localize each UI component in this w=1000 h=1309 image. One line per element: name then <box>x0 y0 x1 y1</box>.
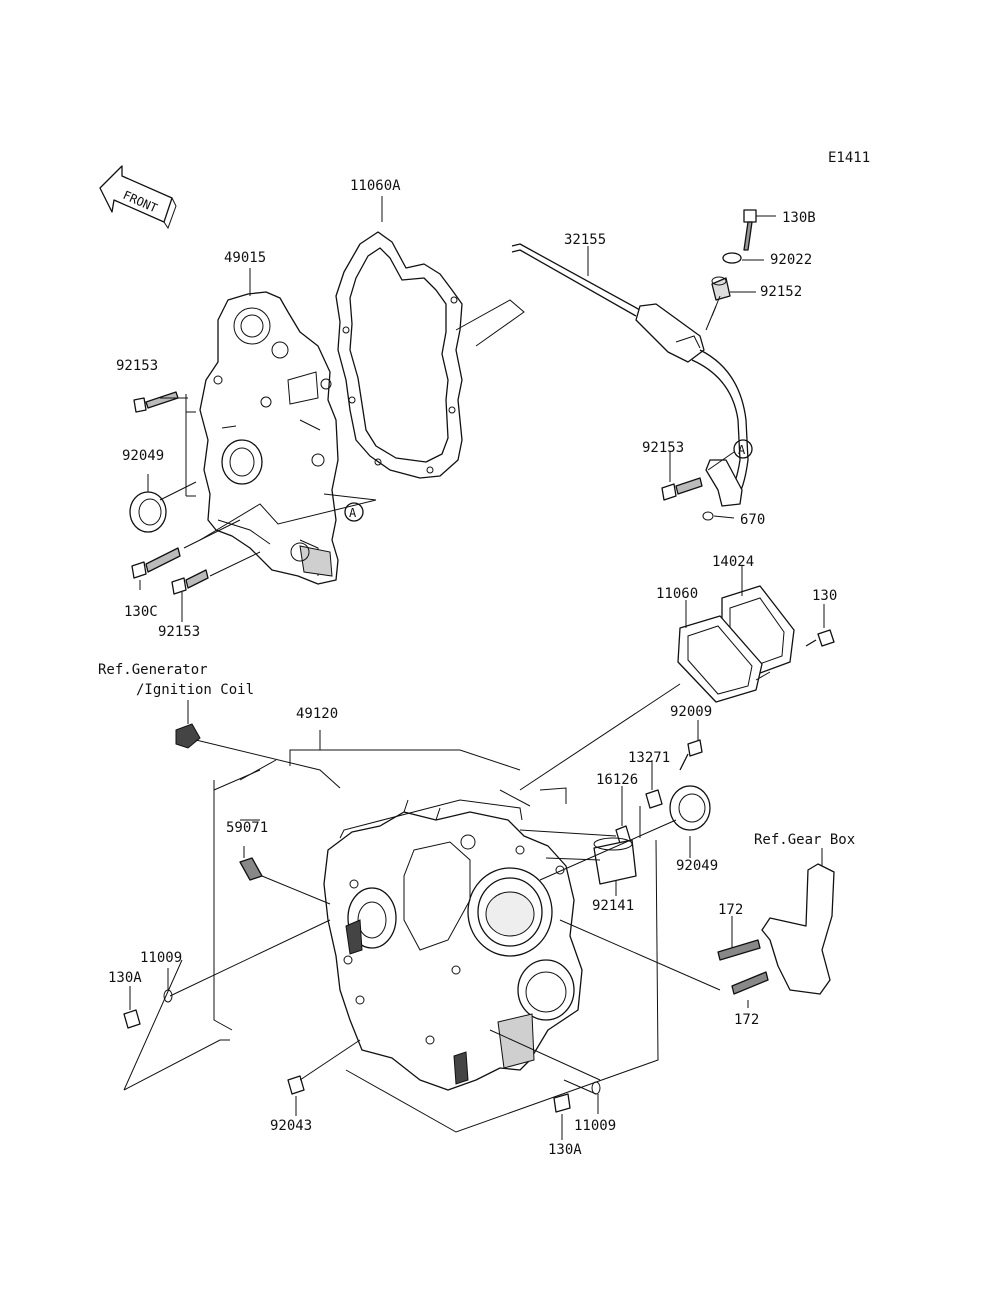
label-92049-a: 92049 <box>122 448 164 464</box>
label-11060: 11060 <box>656 586 698 602</box>
bolt-92153-dipstick <box>661 477 703 501</box>
label-172-a: 172 <box>718 902 743 918</box>
label-172-b: 172 <box>734 1012 759 1028</box>
gasket-11060 <box>677 615 763 703</box>
label-32155: 32155 <box>564 232 606 248</box>
bolt-130 <box>805 629 835 647</box>
nut-13271 <box>645 789 663 809</box>
front-arrow-icon: FRONT <box>99 165 177 230</box>
stud-172-b <box>731 971 769 995</box>
grommet-92152 <box>711 276 731 301</box>
label-11009-b: 11009 <box>574 1118 616 1134</box>
bushing-92141 <box>593 837 637 885</box>
dowel-92043 <box>287 1075 305 1095</box>
label-92153-a: 92153 <box>116 358 158 374</box>
generator-part <box>175 723 201 749</box>
label-92152: 92152 <box>760 284 802 300</box>
bracket-gear-box <box>761 863 835 995</box>
label-92043: 92043 <box>270 1118 312 1134</box>
bolt-92153-top <box>133 391 179 413</box>
dipstick-32155 <box>511 243 749 521</box>
label-92153-c: 92153 <box>642 440 684 456</box>
bolt-92153-bottom <box>171 569 209 595</box>
ref-a-right: A <box>733 439 753 459</box>
label-92009: 92009 <box>670 704 712 720</box>
bolt-130B <box>743 209 757 251</box>
front-cover-49015 <box>199 291 339 585</box>
label-670: 670 <box>740 512 765 528</box>
leader-lines <box>123 196 825 1140</box>
label-16126: 16126 <box>596 772 638 788</box>
crankcase-49120 <box>323 799 583 1091</box>
bolt-130C <box>131 547 181 579</box>
label-11009-a: 11009 <box>140 950 182 966</box>
screw-92009 <box>679 739 703 771</box>
ref-a-left: A <box>344 502 364 522</box>
label-59071: 59071 <box>226 820 268 836</box>
stud-172-a <box>717 939 761 961</box>
label-14024: 14024 <box>712 554 754 570</box>
label-ref-generator: Ref.Generator <box>98 662 208 678</box>
label-ref-gear-box: Ref.Gear Box <box>754 832 855 848</box>
label-92153-b: 92153 <box>158 624 200 640</box>
label-130B: 130B <box>782 210 816 226</box>
svg-text:A: A <box>349 506 357 520</box>
label-ignition-coil: /Ignition Coil <box>136 682 254 698</box>
label-130C: 130C <box>124 604 158 620</box>
oil-seal-92049 <box>129 491 167 533</box>
label-130A-b: 130A <box>548 1142 582 1158</box>
label-130: 130 <box>812 588 837 604</box>
label-92049-b: 92049 <box>676 858 718 874</box>
diagram-code: E1411 <box>828 150 870 166</box>
stud-59071 <box>239 857 263 881</box>
label-11060A: 11060A <box>350 178 401 194</box>
bolt-130A-b <box>553 1093 571 1113</box>
label-92141: 92141 <box>592 898 634 914</box>
label-130A-a: 130A <box>108 970 142 986</box>
svg-text:A: A <box>738 443 746 457</box>
washer-92022 <box>722 252 742 264</box>
washer-11009-b <box>591 1081 601 1095</box>
gasket-11060A <box>335 231 463 479</box>
label-13271: 13271 <box>628 750 670 766</box>
label-49015: 49015 <box>224 250 266 266</box>
oil-seal-92049-b <box>669 785 711 831</box>
label-49120: 49120 <box>296 706 338 722</box>
bolt-130A-a <box>123 1009 141 1029</box>
label-92022: 92022 <box>770 252 812 268</box>
